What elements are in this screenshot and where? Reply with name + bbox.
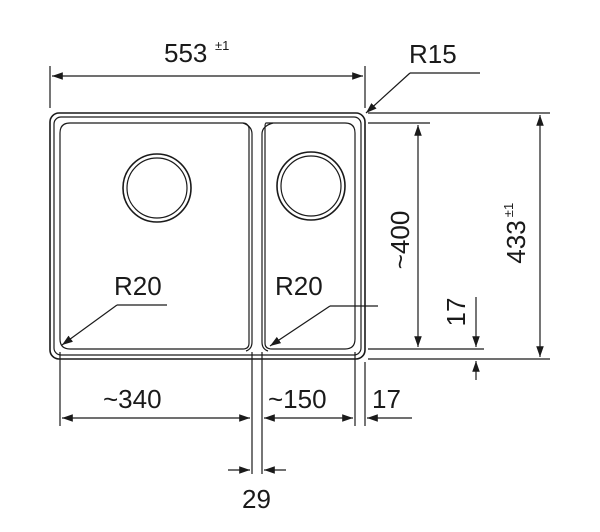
r15-label: R15 <box>409 39 457 69</box>
right-drain-outer <box>276 151 346 221</box>
right-bowl-width-label: ~150 <box>268 384 327 414</box>
right-bowl-outline <box>264 122 356 350</box>
r20-right-label: R20 <box>275 271 323 301</box>
r15-leader-diagonal <box>365 72 411 114</box>
r20-right-leader-diagonal <box>269 305 331 347</box>
sink-outer-outline <box>49 112 366 360</box>
overall-height-label: 433 <box>501 220 531 263</box>
divider-width-label: 29 <box>242 484 271 514</box>
overall-height-tolerance: ±1 <box>501 203 516 217</box>
top-width-tolerance: ±1 <box>215 38 229 53</box>
bowl-divider <box>242 122 274 352</box>
bottom-margin-label: 17 <box>441 298 471 327</box>
left-bowl-outline <box>59 122 250 350</box>
r20-left-label: R20 <box>114 271 162 301</box>
left-drain-outer <box>122 153 192 223</box>
bowl-depth-label: ~400 <box>385 211 415 270</box>
top-width-label: 553 <box>164 38 207 68</box>
left-bowl-width-label: ~340 <box>103 384 162 414</box>
sink-inner-outline <box>53 116 362 356</box>
right-margin-label: 17 <box>372 384 401 414</box>
right-drain-inner <box>280 155 342 217</box>
left-drain-inner <box>126 157 188 219</box>
r20-left-leader-diagonal <box>61 304 118 346</box>
